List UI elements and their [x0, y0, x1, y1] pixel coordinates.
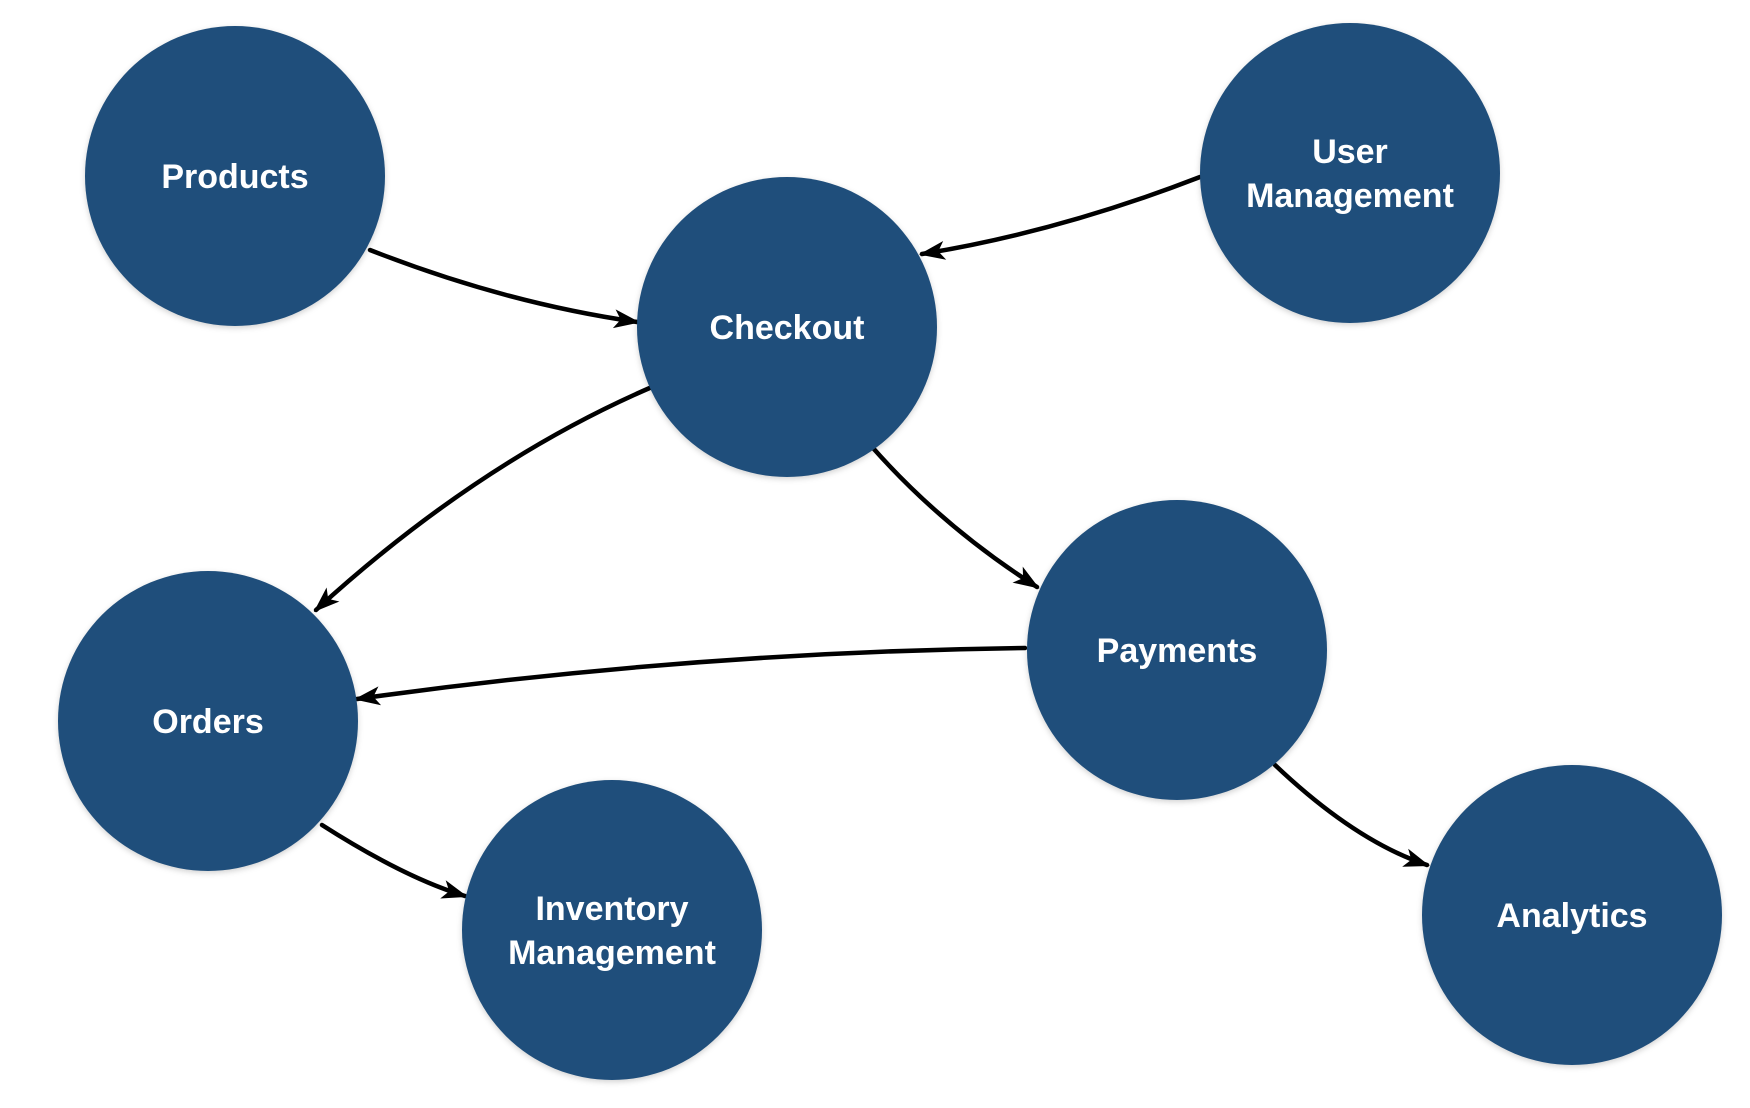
- edge-payments-to-orders: [354, 645, 1028, 706]
- node-analytics[interactable]: Analytics: [1422, 765, 1722, 1065]
- checkout-circle: [637, 177, 937, 477]
- node-checkout[interactable]: Checkout: [637, 177, 937, 477]
- edge-payments-to-analytics: [1272, 762, 1430, 868]
- payments-label: Payments: [1097, 632, 1258, 670]
- checkout-label: Checkout: [710, 309, 865, 347]
- orders-circle: [58, 571, 358, 871]
- payments-circle: [1027, 500, 1327, 800]
- node-products[interactable]: Products: [85, 26, 385, 326]
- edge-products-to-checkout: [367, 247, 640, 329]
- analytics-circle: [1422, 765, 1722, 1065]
- edge-checkout-to-orders: [313, 384, 655, 613]
- edge-user-management-to-checkout: [919, 174, 1203, 260]
- products-circle: [85, 26, 385, 326]
- edge-checkout-to-payments: [870, 445, 1040, 590]
- inventory-management-circle: [462, 780, 762, 1080]
- user-management-circle: [1200, 23, 1500, 323]
- products-label: Products: [161, 158, 308, 196]
- analytics-label: Analytics: [1496, 897, 1647, 935]
- node-payments[interactable]: Payments: [1027, 500, 1327, 800]
- orders-label: Orders: [152, 703, 264, 741]
- edge-orders-to-inventory-management: [319, 822, 468, 899]
- node-orders[interactable]: Orders: [58, 571, 358, 871]
